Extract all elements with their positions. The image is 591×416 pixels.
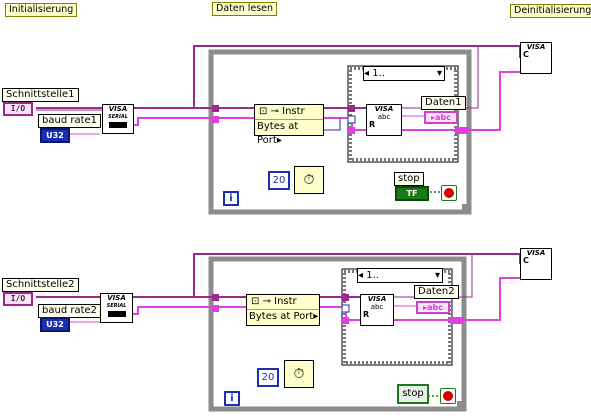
stop-terminal-icon-2	[440, 388, 456, 404]
prop-bytes-2: Bytes at Port	[249, 311, 314, 322]
prop-bytes-1: Bytes at Port	[257, 121, 299, 146]
property-node-2[interactable]: ⊡ ⊸ Instr Bytes at Port▸	[246, 294, 320, 326]
visa-read-title-2: VISA	[367, 295, 387, 303]
case-prev-icon[interactable]: ◂	[358, 270, 364, 281]
metronome-icon-1[interactable]: ⏱	[294, 166, 324, 194]
visa-read-2[interactable]: VISA abc R	[360, 294, 394, 326]
case-selector-1[interactable]: ◂ 1.. ▾	[363, 66, 445, 81]
stop-terminal-icon-1	[441, 185, 457, 201]
case-selector-value-1: 1..	[372, 68, 385, 79]
case-dropdown-icon[interactable]: ▾	[434, 270, 440, 281]
iteration-terminal-2: i	[224, 391, 240, 406]
metronome-icon-2[interactable]: ⏱	[284, 360, 314, 388]
visa-read-r-2: R	[363, 310, 370, 319]
case-prev-icon[interactable]: ◂	[364, 68, 370, 79]
visa-serial-sub-1: SERIAL	[108, 114, 128, 120]
visa-serial-title-2: VISA	[107, 294, 126, 302]
baud-rate-control-2[interactable]: U32	[40, 317, 70, 332]
visa-close-title-2: VISA	[526, 249, 546, 257]
serial-port-icon	[107, 311, 126, 317]
prop-instr-2: Instr	[274, 296, 297, 307]
port-label-2: Schnittstelle2	[2, 278, 79, 292]
connector-icon: ⊸	[262, 296, 271, 307]
port-label-1: Schnittstelle1	[2, 88, 79, 102]
property-bytes-row-2: Bytes at Port▸	[247, 309, 319, 322]
while-loop-2-frame	[208, 256, 467, 412]
case-structure-2-frame	[341, 268, 453, 366]
string-indicator-type-1: abc	[435, 113, 451, 122]
visa-read-1[interactable]: VISA abc R	[366, 104, 402, 136]
stop-circle-icon	[443, 391, 453, 401]
section-label-read: Daten lesen	[212, 2, 278, 16]
serial-port-icon	[109, 122, 127, 128]
baud-label-2: baud rate2	[38, 304, 102, 318]
section-label-deinit: Deinitialisierung	[510, 4, 591, 18]
case-selector-2[interactable]: ◂ 1.. ▾	[357, 268, 443, 283]
case-selector-value-2: 1..	[366, 270, 379, 281]
stop-label-1: stop	[394, 172, 424, 186]
string-indicator-1: ▸abc	[424, 111, 458, 124]
indicator-label-1: Daten1	[421, 96, 466, 110]
visa-close-title-1: VISA	[526, 43, 546, 51]
indicator-label-2: Daten2	[414, 285, 459, 299]
connector-icon: ⊸	[270, 106, 279, 117]
stop-circle-icon	[444, 188, 454, 198]
visa-close-2[interactable]: VISA C	[520, 248, 552, 280]
baud-label-1: baud rate1	[38, 114, 102, 128]
visa-read-sub-2: abc	[370, 303, 384, 311]
stop-button-2[interactable]: stop	[397, 384, 429, 404]
visa-read-r-1: R	[369, 120, 376, 129]
property-node-1[interactable]: ⊡ ⊸ Instr Bytes at Port▸	[254, 104, 324, 146]
wait-ms-constant-2[interactable]: 20	[257, 368, 279, 387]
prop-instr-1: Instr	[282, 106, 305, 117]
wait-ms-constant-1[interactable]: 20	[268, 171, 290, 190]
string-indicator-type-2: abc	[427, 303, 443, 312]
baud-rate-control-1[interactable]: U32	[40, 128, 70, 143]
visa-read-title-1: VISA	[374, 105, 394, 113]
iteration-terminal-1: i	[223, 191, 239, 206]
visa-configure-serial-1[interactable]: VISA SERIAL	[102, 104, 134, 134]
visa-resource-control-2[interactable]: I/O	[3, 292, 33, 306]
visa-close-c-1: C	[523, 50, 529, 59]
visa-serial-sub-2: SERIAL	[106, 303, 127, 309]
property-bytes-row-1: Bytes at Port▸	[255, 119, 323, 148]
property-instr-row-2: ⊡ ⊸ Instr	[251, 296, 297, 307]
visa-close-c-2: C	[523, 256, 529, 265]
string-indicator-2: ▸abc	[416, 301, 450, 314]
visa-close-1[interactable]: VISA C	[520, 42, 552, 74]
visa-resource-control-1[interactable]: I/O	[3, 102, 33, 116]
visa-read-sub-1: abc	[377, 113, 391, 121]
section-label-init: Initialisierung	[5, 3, 78, 17]
case-dropdown-icon[interactable]: ▾	[436, 68, 442, 79]
property-instr-row-1: ⊡ ⊸ Instr	[259, 106, 305, 117]
visa-serial-title-1: VISA	[108, 105, 128, 113]
stop-control-1[interactable]: TF	[395, 186, 429, 201]
visa-configure-serial-2[interactable]: VISA SERIAL	[100, 293, 133, 323]
